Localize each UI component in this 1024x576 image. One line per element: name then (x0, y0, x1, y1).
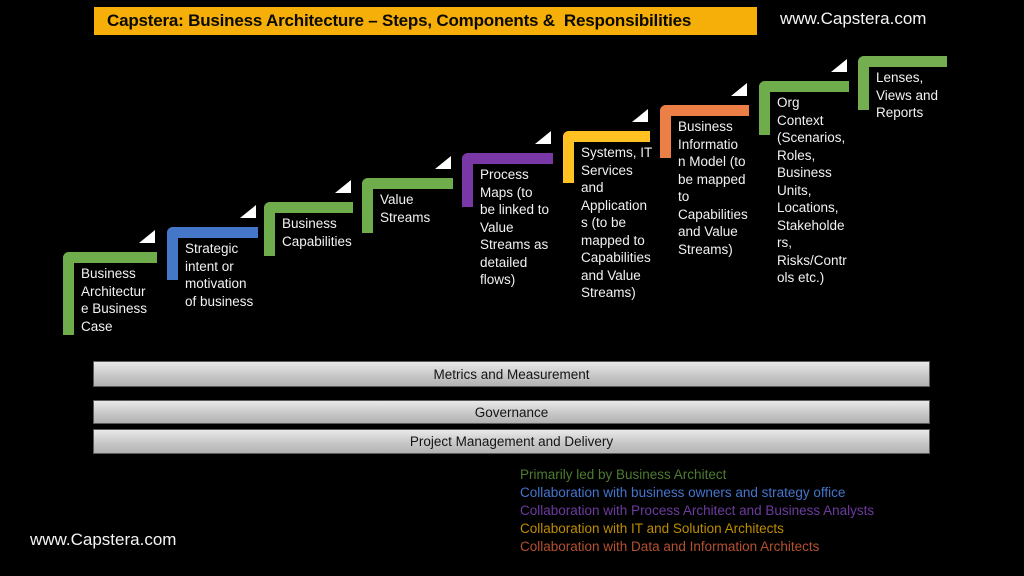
step-bracket (858, 56, 947, 110)
legend-item-process-architect: Collaboration with Process Architect and… (520, 503, 875, 518)
step-bracket (362, 178, 453, 233)
step-arrow-icon (335, 180, 351, 193)
website-link-bottom: www.Capstera.com (30, 530, 177, 549)
foundation-bar-label: Project Management and Delivery (409, 434, 614, 449)
step-bracket (462, 153, 553, 207)
step-arrow-icon (435, 156, 451, 169)
legend-item-business-owners: Collaboration with business owners and s… (520, 485, 846, 500)
step-label: Strategic intent or motivation of busine… (185, 241, 254, 309)
step-arrow-icon (535, 131, 551, 144)
step-bracket (563, 131, 650, 183)
step-bracket (264, 202, 353, 256)
legend-item-business-architect: Primarily led by Business Architect (520, 467, 727, 482)
step-bracket (759, 81, 849, 135)
legend-item-it-solution-architects: Collaboration with IT and Solution Archi… (520, 521, 784, 536)
responsibility-legend: Primarily led by Business Architect Coll… (520, 466, 874, 556)
step-bracket (63, 252, 157, 335)
foundation-bar-label: Governance (474, 404, 549, 420)
step-arrow-icon (831, 59, 847, 72)
step-arrow-icon (632, 109, 648, 122)
foundation-bar-label: Metrics and Measurement (433, 366, 590, 382)
step-label: Lenses, Views and Reports (876, 70, 939, 120)
step-arrow-icon (240, 205, 256, 218)
step-bracket (660, 105, 749, 158)
step-label: Business Capabilities (282, 216, 352, 249)
step-arrow-icon (731, 83, 747, 96)
website-link-top: www.Capstera.com (780, 9, 927, 28)
step-label: Systems, IT Services and Application s (… (581, 145, 653, 300)
foundation-bar-project-management: Project Management and Delivery (93, 429, 930, 454)
legend-item-data-information-architects: Collaboration with Data and Information … (520, 539, 820, 554)
foundation-bar-governance: Governance (93, 400, 930, 424)
page-title: Capstera: Business Architecture – Steps,… (107, 11, 692, 30)
step-label: Org Context (Scenarios, Roles, Business … (777, 95, 847, 285)
step-label: Value Streams (380, 192, 431, 225)
step-bracket (167, 227, 258, 280)
foundation-bar-metrics: Metrics and Measurement (93, 361, 930, 387)
step-label: Process Maps (to be linked to Value Stre… (480, 167, 550, 287)
step-label: Business Informatio n Model (to be mappe… (678, 119, 748, 257)
step-label: Business Architectur e Business Case (81, 266, 148, 334)
title-banner: Capstera: Business Architecture – Steps,… (94, 7, 757, 35)
step-arrow-icon (139, 230, 155, 243)
